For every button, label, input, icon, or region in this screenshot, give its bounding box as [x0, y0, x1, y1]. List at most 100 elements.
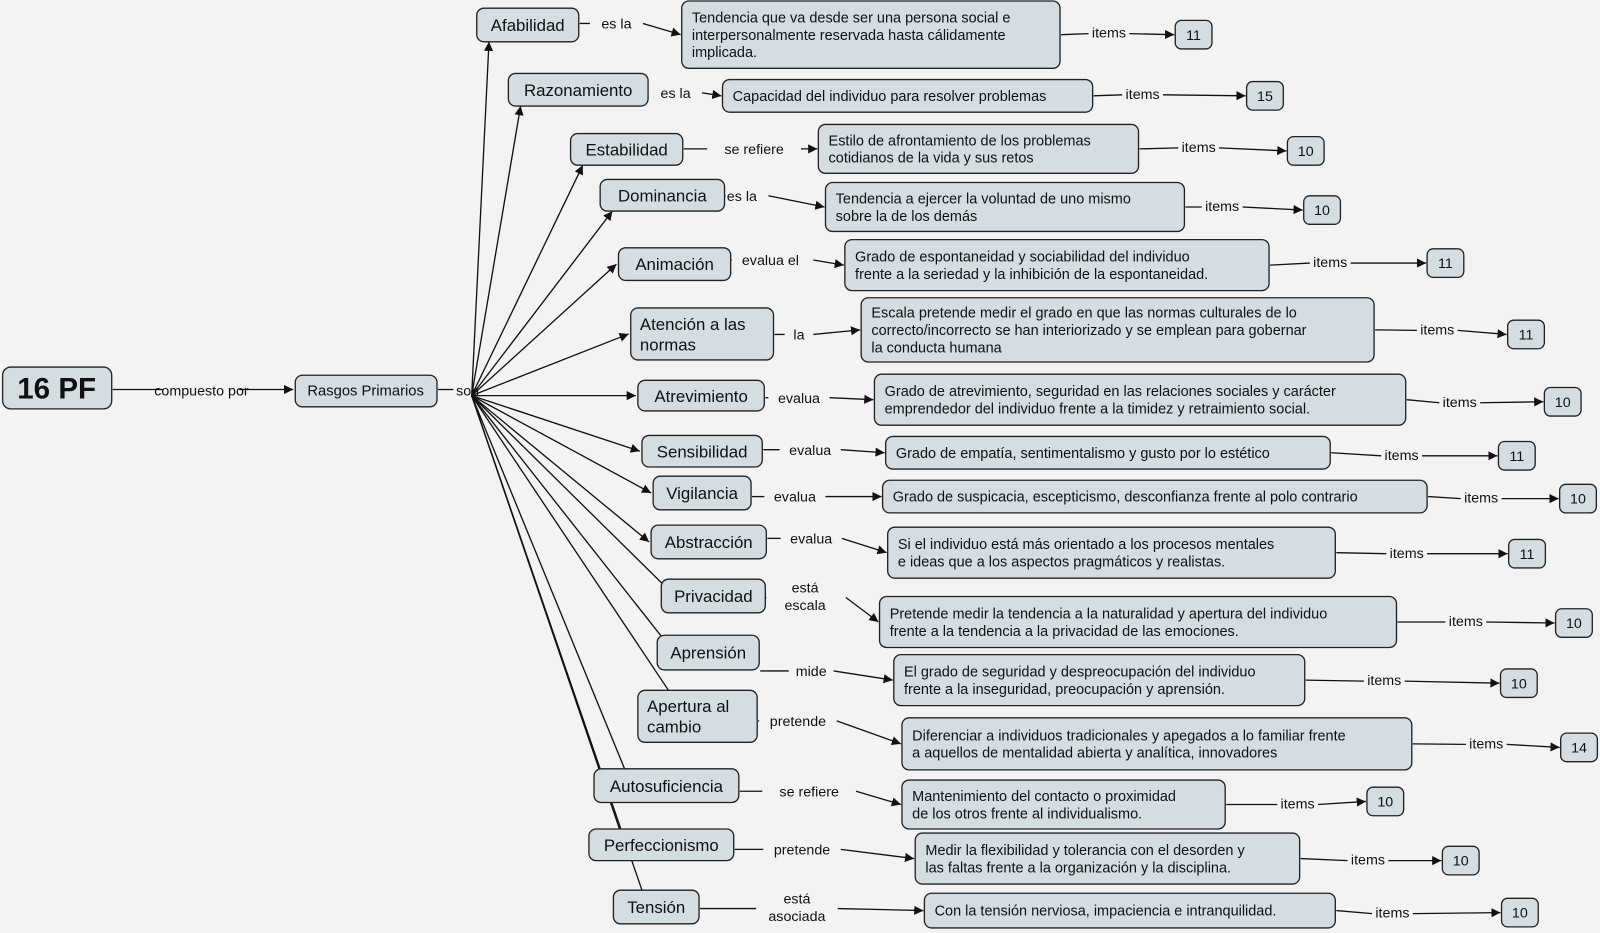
- connector-arrow: [841, 537, 887, 555]
- connector-son-12: [471, 395, 670, 691]
- trait-node-box[interactable]: [652, 475, 752, 511]
- trait-label-line: Dominancia: [618, 186, 707, 205]
- trait-label: Atrevimiento: [654, 387, 747, 406]
- description-node-box[interactable]: [901, 717, 1413, 771]
- items-label: items: [1469, 736, 1503, 752]
- items-label: items: [1351, 853, 1385, 869]
- trait-label-line: Tensión: [627, 898, 685, 917]
- description-node-box[interactable]: [860, 297, 1375, 363]
- trait-node-box[interactable]: [630, 307, 775, 361]
- item-count-box[interactable]: [1174, 19, 1213, 50]
- item-count-box[interactable]: [1500, 897, 1539, 928]
- link-phrase-line: se refiere: [779, 784, 839, 800]
- description-node-box[interactable]: [873, 373, 1407, 426]
- item-count-box[interactable]: [1506, 319, 1546, 350]
- connector-arrow: [855, 790, 902, 807]
- trait-node-box[interactable]: [507, 72, 649, 107]
- item-count-box[interactable]: [1558, 483, 1598, 514]
- description-text: Tendencia a ejercer la voluntad de uno m…: [836, 191, 1131, 224]
- link-phrase-line: evalua: [790, 531, 832, 547]
- description-text: Grado de suspicacia, escepticismo, desco…: [893, 490, 1358, 506]
- item-count-box[interactable]: [1426, 248, 1465, 279]
- item-count-box[interactable]: [1543, 386, 1582, 417]
- trait-node-box[interactable]: [637, 379, 765, 412]
- description-node-box[interactable]: [681, 0, 1061, 69]
- trait-label-line: Perfeccionismo: [604, 836, 719, 855]
- item-count-box[interactable]: [1441, 845, 1480, 876]
- item-count-box[interactable]: [1554, 608, 1593, 638]
- category-node-box[interactable]: [294, 374, 438, 408]
- trait-node-box[interactable]: [650, 524, 768, 560]
- trait-node-box[interactable]: [612, 889, 700, 925]
- link-phrase-line: evalua el: [742, 253, 799, 269]
- item-count-box[interactable]: [1508, 538, 1547, 569]
- item-count: 11: [1519, 328, 1534, 344]
- item-count: 10: [1511, 676, 1527, 692]
- item-count-box[interactable]: [1366, 786, 1405, 817]
- description-node-box[interactable]: [881, 479, 1428, 514]
- description-node-box[interactable]: [878, 595, 1398, 649]
- description-node-box[interactable]: [914, 832, 1301, 885]
- item-count-box[interactable]: [1560, 732, 1599, 763]
- description-node-box[interactable]: [887, 526, 1336, 579]
- connector: [1061, 32, 1089, 36]
- connector: [1300, 857, 1348, 862]
- item-count-box[interactable]: [1499, 668, 1538, 699]
- root-concept[interactable]: 16 PF: [1, 366, 113, 410]
- trait-node-box[interactable]: [476, 7, 580, 43]
- trait-node-box[interactable]: [599, 178, 726, 212]
- trait-node-box[interactable]: [569, 132, 684, 166]
- description-node-box[interactable]: [844, 238, 1270, 292]
- link-phrase: es la: [601, 17, 631, 33]
- description-node-box[interactable]: [884, 435, 1331, 470]
- connector-son-10: [471, 395, 693, 614]
- link-phrase: evalua: [778, 391, 820, 407]
- trait-label-line: cambio: [647, 718, 701, 737]
- trait-node-box[interactable]: [593, 768, 740, 804]
- trait-node-box[interactable]: [656, 634, 760, 671]
- description-text: Grado de empatía, sentimentalismo y gust…: [896, 446, 1270, 462]
- item-count-box[interactable]: [1303, 195, 1342, 225]
- trait-node-box[interactable]: [588, 828, 735, 862]
- root-node-box[interactable]: [1, 366, 113, 410]
- item-count: 15: [1257, 89, 1273, 105]
- description-node-box[interactable]: [824, 181, 1186, 233]
- connector: [1331, 452, 1382, 457]
- connector-son-11: [471, 395, 689, 671]
- item-count: 10: [1298, 144, 1314, 160]
- trait-label-line: Privacidad: [674, 587, 753, 606]
- item-count-box[interactable]: [1497, 440, 1536, 471]
- description-node-box[interactable]: [923, 892, 1336, 929]
- trait-label: Perfeccionismo: [604, 836, 719, 855]
- connector-arrow: [702, 89, 722, 99]
- connector-arrow: [642, 22, 681, 37]
- trait-node-box[interactable]: [617, 247, 732, 282]
- description-node-box[interactable]: [721, 78, 1094, 113]
- trait-node-box[interactable]: [660, 578, 766, 614]
- trait-label-line: Vigilancia: [666, 484, 738, 503]
- link-phrase-line: está: [792, 580, 819, 596]
- trait-node-box[interactable]: [637, 689, 758, 743]
- description-text: Tendencia que va desde ser una persona s…: [692, 10, 1011, 61]
- description-line: Escala pretende medir el grado en que la…: [871, 306, 1296, 322]
- link-phrase-line: es la: [727, 189, 757, 205]
- item-count-box[interactable]: [1245, 80, 1284, 111]
- trait-label-line: Sensibilidad: [657, 442, 748, 461]
- description-node-box[interactable]: [817, 123, 1140, 175]
- connector-arrow: [813, 259, 844, 269]
- connector-arrow: [813, 326, 861, 336]
- category-concept[interactable]: Rasgos Primarios: [294, 374, 438, 408]
- description-node-box[interactable]: [893, 653, 1306, 707]
- description-node-box[interactable]: [901, 779, 1226, 830]
- description-line: cotidianos de la vida y sus retos: [829, 151, 1034, 167]
- connector-arrow: [768, 195, 825, 210]
- trait-label-line: Autosuficiencia: [610, 777, 724, 796]
- trait-node-box[interactable]: [641, 434, 763, 468]
- connector: [1270, 262, 1310, 266]
- item-count-box[interactable]: [1286, 135, 1325, 166]
